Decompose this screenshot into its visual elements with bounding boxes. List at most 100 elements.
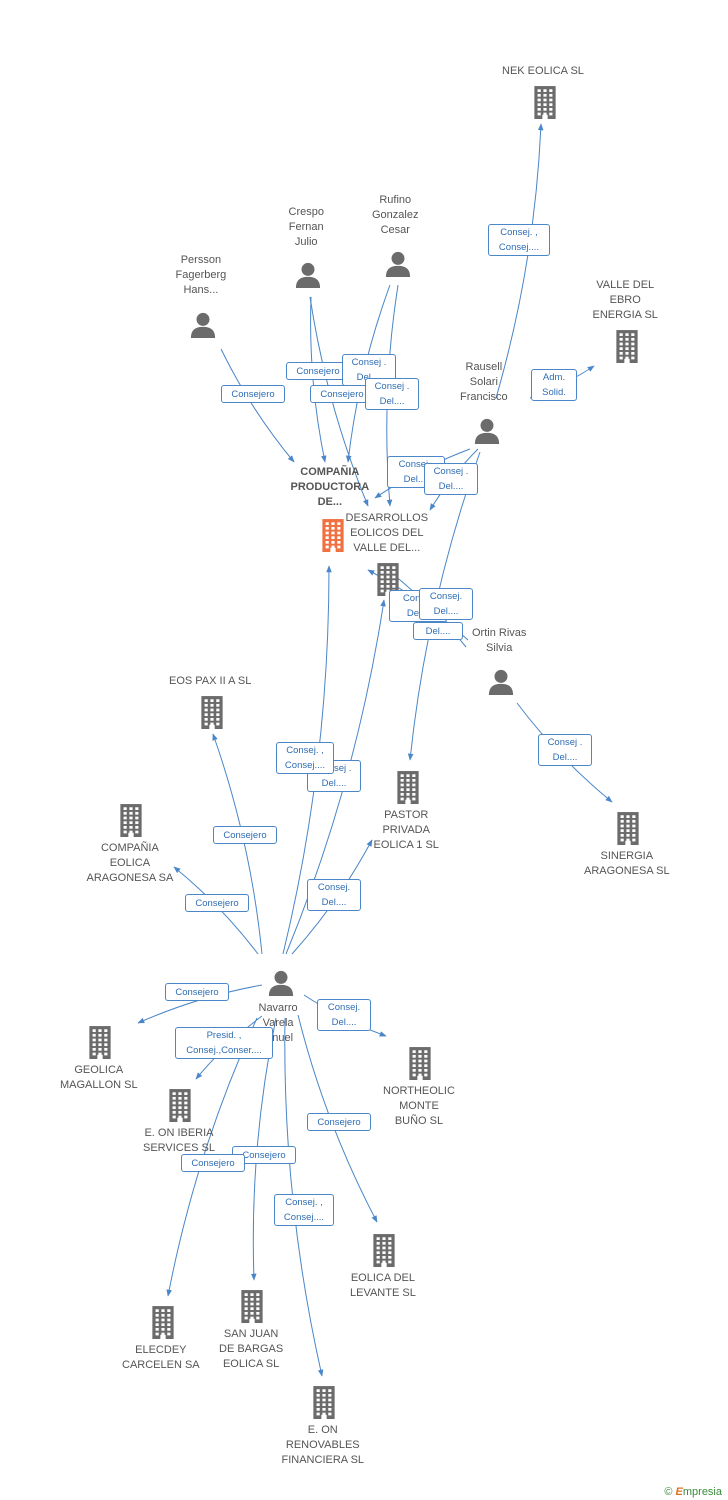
node-label-line: MAGALLON SL: [60, 1079, 138, 1091]
building-icon-cea[interactable]: [118, 803, 144, 842]
building-icon-eon_iberia[interactable]: [167, 1088, 193, 1127]
person-icon-rufino[interactable]: [385, 251, 411, 282]
edge-rausell-to-nek: [495, 123, 544, 399]
node-label-geolica[interactable]: GEOLICA MAGALLON SL: [60, 1063, 138, 1093]
edge-role-label[interactable]: Consej. ,Consej....: [274, 1194, 334, 1226]
node-label-line: EOLICA: [109, 857, 151, 869]
building-icon-northeolic[interactable]: [407, 1046, 433, 1085]
edge-role-label[interactable]: Consejero: [165, 983, 229, 1001]
person-icon-rausell[interactable]: [474, 418, 500, 449]
person-icon-persson[interactable]: [190, 312, 216, 343]
person-icon-ortin[interactable]: [488, 669, 514, 700]
edge-role-label[interactable]: Presid. , Consej.,Conser....: [175, 1027, 273, 1059]
edge-crespo-to-desarrollos: [309, 296, 369, 507]
edge-role-label[interactable]: Consej.Del....: [419, 588, 473, 620]
node-label-line: Persson: [180, 254, 222, 266]
node-label-line: VALLE DEL: [596, 279, 655, 291]
node-label-line: NEK EOLICA SL: [502, 65, 584, 77]
building-icon-sinergia[interactable]: [615, 811, 641, 850]
person-icon-crespo[interactable]: [295, 262, 321, 293]
edge-role-text: Presid. ,: [206, 1030, 242, 1041]
node-label-eos[interactable]: EOS PAX II A SL: [169, 674, 251, 689]
building-icon-pastor[interactable]: [395, 770, 421, 809]
edge-role-text: Del....: [552, 752, 578, 763]
person-icon-navarro[interactable]: [268, 970, 294, 1001]
edge-role-label[interactable]: Consejero: [221, 385, 285, 403]
node-label-line: Hans...: [183, 284, 219, 296]
edge-role-label[interactable]: Consej.Del....: [307, 879, 361, 911]
node-label-line: FINANCIERA SL: [281, 1454, 365, 1466]
edge-role-label[interactable]: Consej. ,Consej....: [488, 224, 550, 256]
edge-role-label[interactable]: Consejero: [307, 1113, 371, 1131]
edge-role-label[interactable]: Adm.Solid.: [531, 369, 577, 401]
edge-role-label[interactable]: Consejero: [181, 1154, 245, 1172]
edge-role-label[interactable]: Consej . Del....: [424, 463, 478, 495]
node-label-line: ELECDEY: [135, 1344, 187, 1356]
building-icon-elecdey[interactable]: [150, 1305, 176, 1344]
node-label-line: Julio: [294, 236, 318, 248]
edge-role-label[interactable]: Consej. ,Consej....: [276, 742, 334, 774]
node-label-line: GEOLICA: [74, 1064, 124, 1076]
edge-role-label[interactable]: Consejero: [213, 826, 277, 844]
edge-role-text: Del....: [425, 626, 451, 637]
edge-role-text: Consejero: [191, 1158, 235, 1169]
edge-role-label[interactable]: Consejero: [286, 362, 350, 380]
node-label-line: LEVANTE SL: [350, 1287, 416, 1299]
building-icon-eon_renov[interactable]: [311, 1385, 337, 1424]
building-icon-focus[interactable]: [320, 518, 346, 557]
node-label-line: DE BARGAS: [219, 1343, 284, 1355]
edge-role-text: Consej .: [398, 459, 434, 470]
node-label-line: CARCELEN SA: [122, 1359, 200, 1371]
edge-role-text: Del....: [346, 370, 392, 385]
edge-role-label[interactable]: Del....: [413, 622, 463, 640]
building-icon-nek[interactable]: [532, 85, 558, 124]
building-icon-geolica[interactable]: [87, 1025, 113, 1064]
edge-role-label[interactable]: Consej .Del....: [538, 734, 592, 766]
node-label-line: NORTHEOLIC: [383, 1085, 455, 1097]
node-label-line: Ortin Rivas: [472, 627, 527, 639]
edge-role-label[interactable]: Consej .Del....: [365, 378, 419, 410]
edge-role-text: Consej. ,: [286, 745, 324, 756]
building-icon-valle_ebro[interactable]: [614, 329, 640, 368]
edge-role-label[interactable]: Consejero: [185, 894, 249, 912]
edge-role-text: Del....: [321, 897, 347, 908]
edge-navarro-to-eos: [212, 733, 263, 955]
node-label-line: EOLICA SL: [222, 1358, 280, 1370]
node-label-line: Cesar: [380, 224, 410, 236]
node-label-nek[interactable]: NEK EOLICA SL: [502, 64, 584, 79]
node-label-line: PRIVADA: [382, 824, 430, 836]
edge-role-label[interactable]: Consej.Del....: [317, 999, 371, 1031]
edge-role-text: Consejero: [231, 389, 275, 400]
edge-role-text: Consej.,Conser....: [186, 1045, 262, 1056]
node-label-line: ENERGIA SL: [592, 309, 658, 321]
edge-role-text: Del....: [321, 778, 347, 789]
edge-role-text: Del....: [433, 606, 459, 617]
building-icon-levante[interactable]: [371, 1233, 397, 1272]
edge-role-label[interactable]: Consejero: [310, 385, 374, 403]
node-label-line: BUÑO SL: [394, 1115, 444, 1127]
edge-role-text: Del....: [438, 481, 464, 492]
building-icon-sanjuan[interactable]: [239, 1289, 265, 1328]
empresia-footer[interactable]: © Empresia: [664, 1486, 722, 1498]
building-icon-eos[interactable]: [199, 695, 225, 734]
edge-role-text: Consej .: [433, 466, 469, 477]
node-label-elecdey[interactable]: ELECDEY CARCELEN SA: [122, 1343, 200, 1373]
node-label-line: EOLICA 1 SL: [373, 839, 439, 851]
node-label-line: SINERGIA: [600, 850, 654, 862]
